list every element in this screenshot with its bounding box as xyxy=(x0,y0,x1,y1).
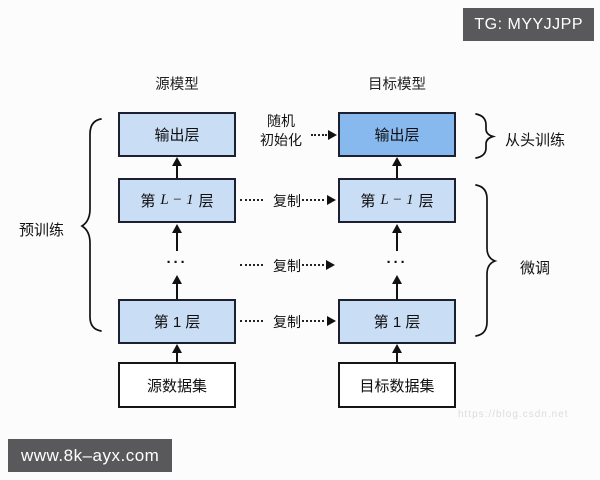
layer-label-math: L − 1 xyxy=(380,192,414,208)
up-arrow-icon xyxy=(171,224,183,251)
source-layer-l-minus-1-box: 第 L − 1 层 xyxy=(118,178,236,223)
dotted-connector xyxy=(311,134,327,136)
pretrain-brace xyxy=(80,118,102,332)
right-arrowhead-icon xyxy=(327,316,336,326)
dotted-connector xyxy=(240,320,263,322)
target-layer-1-box: 第 1 层 xyxy=(338,299,456,344)
layer-label-math: L − 1 xyxy=(160,192,194,208)
dotted-connector xyxy=(240,199,263,201)
right-arrowhead-icon xyxy=(326,260,335,270)
copy-label: 复制 xyxy=(273,193,301,209)
copy-label: 复制 xyxy=(273,258,301,274)
right-arrowhead-icon xyxy=(327,195,336,205)
pretrain-label: 预训练 xyxy=(19,222,65,239)
copy-label: 复制 xyxy=(273,314,301,330)
train-from-scratch-brace xyxy=(475,113,497,159)
up-arrow-icon xyxy=(171,275,183,299)
target-output-layer-box: 输出层 xyxy=(338,112,456,157)
up-arrow-icon xyxy=(391,157,403,178)
source-layer-1-box: 第 1 层 xyxy=(118,299,236,344)
dotted-connector xyxy=(302,320,324,322)
layer-label-suffix: 层 xyxy=(198,193,214,210)
up-arrow-icon xyxy=(391,224,403,251)
up-arrow-icon xyxy=(391,275,403,299)
up-arrow-icon xyxy=(171,157,183,178)
source-hidden-layers-ellipsis: ··· xyxy=(166,254,188,271)
target-model-header: 目标模型 xyxy=(368,77,426,93)
source-output-layer-box: 输出层 xyxy=(118,112,236,157)
train-from-scratch-label: 从头训练 xyxy=(505,132,566,149)
random-init-line1: 随机 xyxy=(267,113,295,129)
faint-watermark: https://blog.csdn.net xyxy=(458,409,569,420)
source-dataset-box: 源数据集 xyxy=(118,362,236,408)
layer-label-prefix: 第 xyxy=(360,193,376,210)
dotted-connector xyxy=(240,264,263,266)
up-arrow-icon xyxy=(171,344,183,362)
finetune-label: 微调 xyxy=(520,260,551,277)
dotted-connector xyxy=(302,199,324,201)
finetune-brace xyxy=(475,184,498,337)
right-arrowhead-icon xyxy=(328,130,337,140)
target-dataset-box: 目标数据集 xyxy=(338,362,456,408)
dotted-connector xyxy=(302,264,324,266)
random-init-line2: 初始化 xyxy=(260,132,302,148)
layer-label-prefix: 第 xyxy=(140,193,156,210)
website-badge: www.8k–ayx.com xyxy=(8,439,173,472)
source-model-header: 源模型 xyxy=(155,77,199,93)
layer-label-suffix: 层 xyxy=(418,193,434,210)
up-arrow-icon xyxy=(391,344,403,362)
target-hidden-layers-ellipsis: ··· xyxy=(386,254,408,271)
target-layer-l-minus-1-box: 第 L − 1 层 xyxy=(338,178,456,223)
telegram-badge: TG: MYYJJPP xyxy=(463,8,594,41)
random-init-label: 随机 初始化 xyxy=(246,112,316,150)
